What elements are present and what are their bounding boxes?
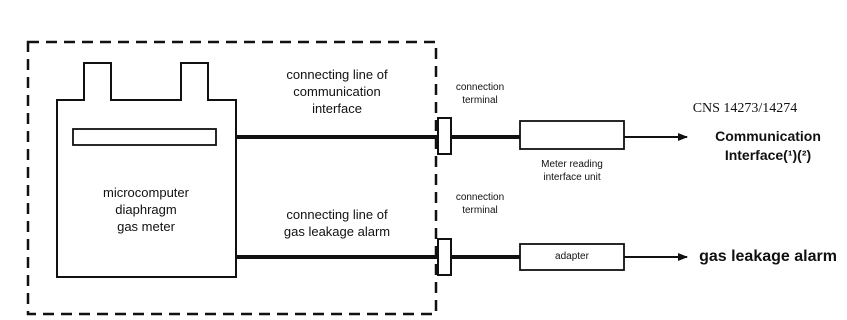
communication-output-label-line-1: Communication: [715, 128, 821, 144]
meter-reading-unit-label: Meter reading interface unit: [512, 158, 632, 184]
alarm-line-label-line-1: connecting line of: [286, 207, 388, 222]
adapter-box: [519, 243, 625, 271]
meter-display-window: [72, 128, 217, 146]
terminal-bottom-label-line-2: terminal: [462, 205, 498, 216]
alarm-line-label: connecting line of gas leakage alarm: [262, 206, 412, 240]
meter-reading-unit-box: [519, 120, 625, 150]
communication-line-label: connecting line of communication interfa…: [262, 66, 412, 117]
communication-output-label: Communication Interface(¹)(²): [700, 127, 836, 165]
terminal-bottom-label-line-1: connection: [455, 192, 505, 203]
standard-label: CNS 14273/14274: [692, 101, 798, 116]
communication-line-label-line-3: interface: [312, 101, 362, 116]
terminal-top-label-line-1: connection: [455, 82, 505, 93]
connection-terminal-top: [437, 117, 452, 155]
gas-meter-label-line-1: microcomputer: [103, 185, 189, 200]
gas-meter-label: microcomputer diaphragm gas meter: [66, 184, 226, 235]
meter-reading-unit-label-line-2: interface unit: [543, 172, 601, 183]
meter-reading-unit-label-line-1: Meter reading: [541, 159, 603, 170]
gas-meter-label-line-2: diaphragm: [115, 202, 177, 217]
connection-terminal-bottom: [437, 238, 452, 276]
alarm-line-label-line-2: gas leakage alarm: [283, 224, 391, 239]
terminal-top-label: connection terminal: [440, 81, 520, 107]
dashed-boundary: [26, 40, 438, 316]
terminal-bottom-label: connection terminal: [440, 191, 520, 217]
communication-line-label-line-1: connecting line of: [286, 67, 388, 82]
alarm-output-label: gas leakage alarm: [699, 248, 837, 265]
communication-output-label-line-2: Interface(¹)(²): [724, 147, 812, 163]
gas-meter-body: [56, 62, 237, 278]
terminal-top-label-line-2: terminal: [462, 95, 498, 106]
adapter-label: adapter: [555, 251, 589, 262]
communication-line-label-line-2: communication: [293, 84, 381, 99]
gas-meter-label-line-3: gas meter: [117, 219, 175, 234]
